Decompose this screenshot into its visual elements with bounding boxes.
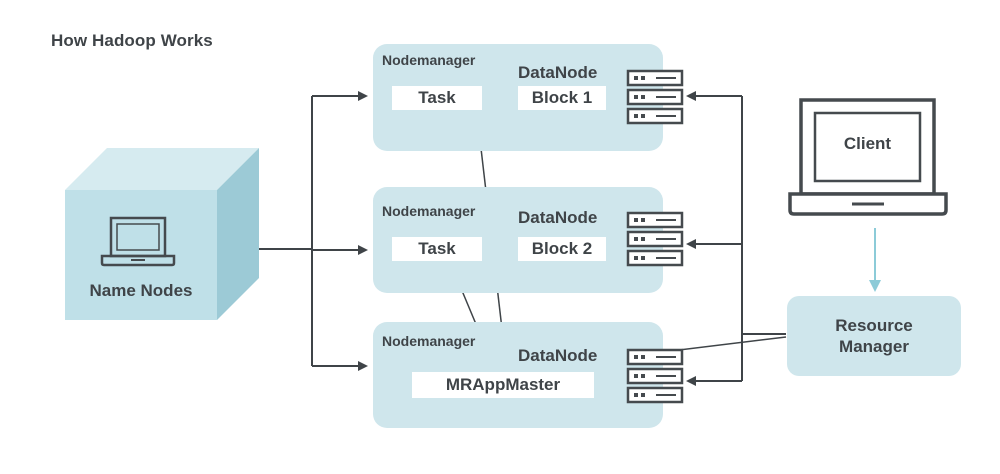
server-rack-icon-1 [626, 69, 684, 125]
nodemanager-label-1: Nodemanager [382, 52, 476, 68]
datanode-label-2: DataNode [518, 208, 598, 227]
datanode-label-1: DataNode [518, 63, 598, 82]
resource-manager-label-line1: Resource [835, 316, 913, 335]
page-title: How Hadoop Works [51, 31, 213, 50]
block-box-1[interactable]: Block 1 [518, 86, 606, 110]
nodemanager-label-2: Nodemanager [382, 203, 476, 219]
resource-manager-label-line2: Manager [839, 337, 909, 356]
block-box-2[interactable]: Block 2 [518, 237, 606, 261]
mrappmaster-box[interactable]: MRAppMaster [412, 372, 594, 398]
datanode-label-3: DataNode [518, 346, 598, 365]
task-box-1[interactable]: Task [392, 86, 482, 110]
nodemanager-label-3: Nodemanager [382, 333, 476, 349]
server-rack-icon-2 [626, 211, 684, 267]
client-laptop-icon [788, 98, 948, 216]
name-node-cube: Name Nodes [65, 148, 260, 323]
resource-manager-connector [686, 91, 786, 386]
client-laptop[interactable]: Client [788, 96, 948, 220]
task-box-2[interactable]: Task [392, 237, 482, 261]
client-label: Client [843, 134, 892, 153]
resource-manager-box[interactable] [787, 296, 961, 376]
server-rack-icon-3 [626, 348, 684, 404]
laptop-icon [100, 216, 176, 267]
namenode-connector [259, 91, 368, 371]
name-nodes-label: Name Nodes [89, 281, 193, 300]
